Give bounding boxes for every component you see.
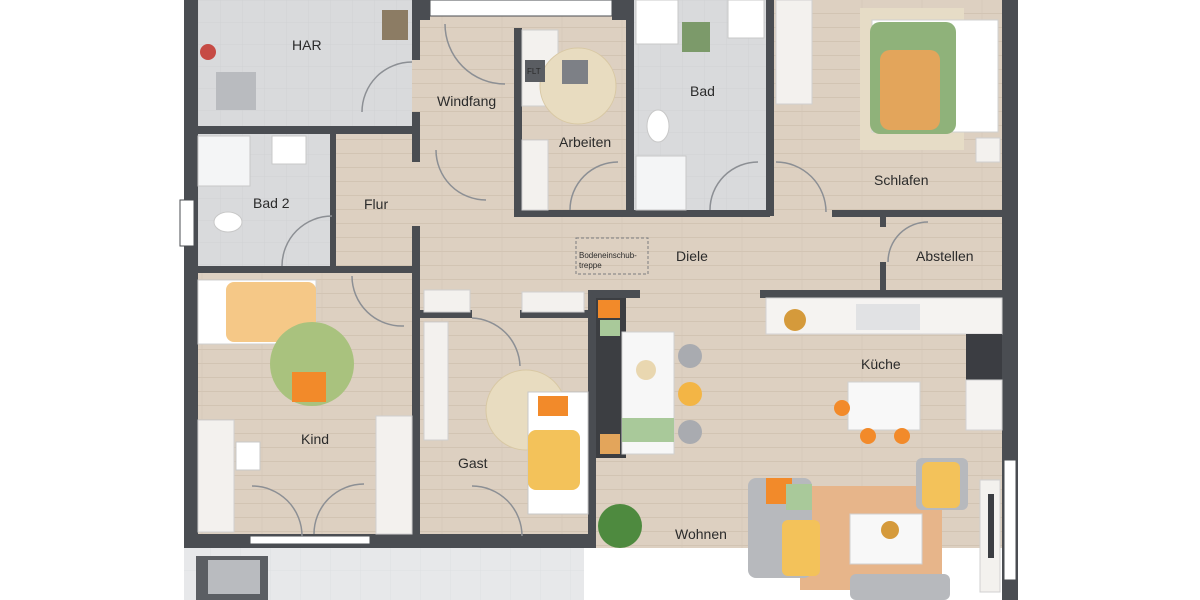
sofa-pillow-2 (786, 484, 812, 510)
box-label: FLT (527, 67, 541, 76)
room-labels: HAR Windfang Arbeiten Bad Bad 2 Flur Sch… (253, 37, 974, 542)
second-sofa (850, 574, 950, 600)
washbasin (727, 0, 765, 39)
furniture-gast (423, 289, 589, 515)
sink (856, 304, 920, 330)
kid-wardrobe (375, 415, 413, 535)
toilet (646, 109, 670, 143)
room-label-flur: Flur (364, 196, 388, 212)
coffee-bowl (881, 521, 899, 539)
furniture-wohnen (598, 458, 1001, 600)
vacuum-icon (200, 44, 216, 60)
pillow-1 (598, 300, 620, 318)
blanket-orange (880, 50, 940, 130)
room-label-kind: Kind (301, 431, 329, 447)
room-label-arbeiten: Arbeiten (559, 134, 611, 150)
windows (179, 0, 1017, 581)
kid-chair (235, 441, 261, 471)
furniture-schlafen (775, 0, 1001, 163)
room-label-kueche: Küche (861, 356, 901, 372)
fridge (965, 379, 1003, 431)
dining-chair-1 (678, 344, 702, 368)
kitchen-chair-1 (834, 400, 850, 416)
furniture-har (200, 10, 408, 110)
shower-2 (197, 135, 251, 187)
window-right (1003, 459, 1017, 581)
dining-chair-2 (678, 382, 702, 406)
room-label-har: HAR (292, 37, 322, 53)
plant (598, 504, 642, 548)
armchair-blanket (922, 462, 960, 508)
room-label-abstellen: Abstellen (916, 248, 974, 264)
attic-stair-label-1: Bodeneinschub- (579, 251, 637, 260)
attic-stair-label-2: treppe (579, 261, 602, 270)
fruit-bowl (784, 309, 806, 331)
kitchen-chair-3 (894, 428, 910, 444)
furniture-bad2 (197, 135, 307, 233)
room-label-windfang: Windfang (437, 93, 496, 109)
window-top (429, 0, 613, 17)
window-left (179, 199, 195, 247)
room-label-diele: Diele (676, 248, 708, 264)
har-cabinet (216, 72, 256, 110)
room-label-bad: Bad (690, 83, 715, 99)
shower (635, 155, 687, 211)
kid-rug (270, 322, 354, 406)
kitchen-table (847, 381, 921, 431)
tv (988, 494, 994, 558)
room-label-bad2: Bad 2 (253, 195, 290, 211)
stove (966, 334, 1002, 380)
cabinet (521, 139, 549, 211)
furniture-bad (635, 0, 765, 211)
coffee-table (849, 513, 923, 565)
furniture-kueche (765, 297, 1003, 444)
box-label-bg (525, 60, 545, 82)
wardrobe (775, 0, 813, 105)
washbasin-2 (271, 135, 307, 165)
furniture-dining (596, 298, 702, 458)
lounge-cushion (208, 560, 260, 594)
towel (682, 22, 710, 52)
bowl (636, 360, 656, 380)
furniture-kind (197, 279, 413, 535)
kid-desk (197, 419, 235, 533)
bathtub (635, 0, 679, 45)
rug (539, 47, 617, 125)
room-label-schlafen: Schlafen (874, 172, 928, 188)
gast-shelf (423, 289, 471, 313)
doors (251, 23, 929, 537)
hallway-bench (521, 291, 585, 313)
window-kind (249, 535, 371, 545)
furniture-terrace (196, 556, 268, 600)
gast-blanket (528, 430, 580, 490)
kitchen-chair-2 (860, 428, 876, 444)
gast-pillow (538, 396, 568, 416)
office-chair (562, 60, 588, 84)
pillow-3 (600, 434, 620, 454)
laundry-basket (382, 10, 408, 40)
dining-chair-3 (678, 420, 702, 444)
room-label-wohnen: Wohnen (675, 526, 727, 542)
table-runner (622, 418, 674, 442)
attic-stair-outline (575, 237, 649, 275)
sofa-blanket (782, 520, 820, 576)
kid-pillow (292, 372, 326, 402)
walls (184, 0, 1018, 600)
furniture-arbeiten: FLT (521, 29, 617, 211)
nightstand (975, 137, 1001, 163)
toilet-2 (213, 211, 243, 233)
pillow-2 (600, 320, 620, 336)
gast-wardrobe (423, 321, 449, 441)
room-label-gast: Gast (458, 455, 488, 471)
